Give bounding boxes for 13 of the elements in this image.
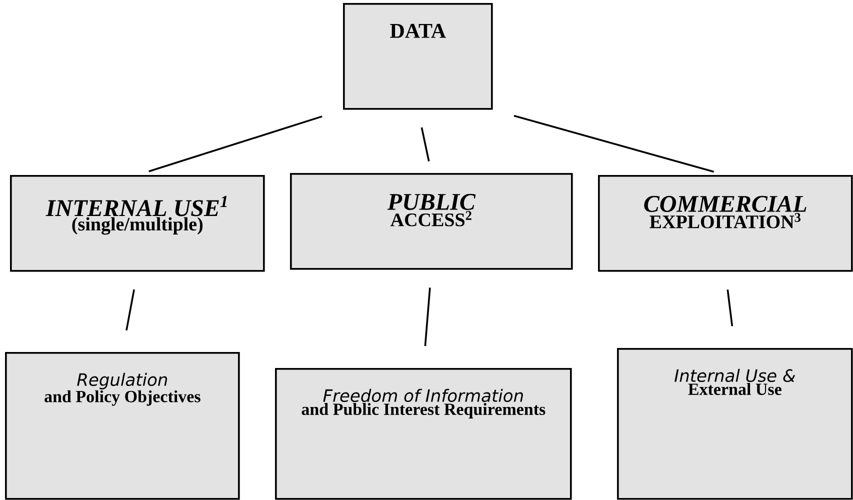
connector-line — [514, 114, 714, 173]
text-box: Internal Use & External Use — [617, 348, 853, 500]
text-box: Freedom of Information and Public Interest Requirements — [275, 368, 572, 500]
connector-line — [126, 289, 135, 331]
connector-line — [148, 116, 322, 172]
text-box: PUBLIC ACCESS$^{2}$ — [290, 173, 573, 270]
connector-line — [424, 288, 431, 346]
text-box: Regulation and Policy Objectives — [5, 352, 240, 500]
text-box: COMMERCIAL EXPLOITATION$^{3}$ — [598, 175, 853, 272]
text-box: DATA — [343, 3, 493, 110]
connector-line — [726, 290, 734, 326]
text-box: INTERNAL USE$^{1}$ (single/multiple) — [10, 175, 265, 272]
connector-line — [420, 127, 430, 162]
